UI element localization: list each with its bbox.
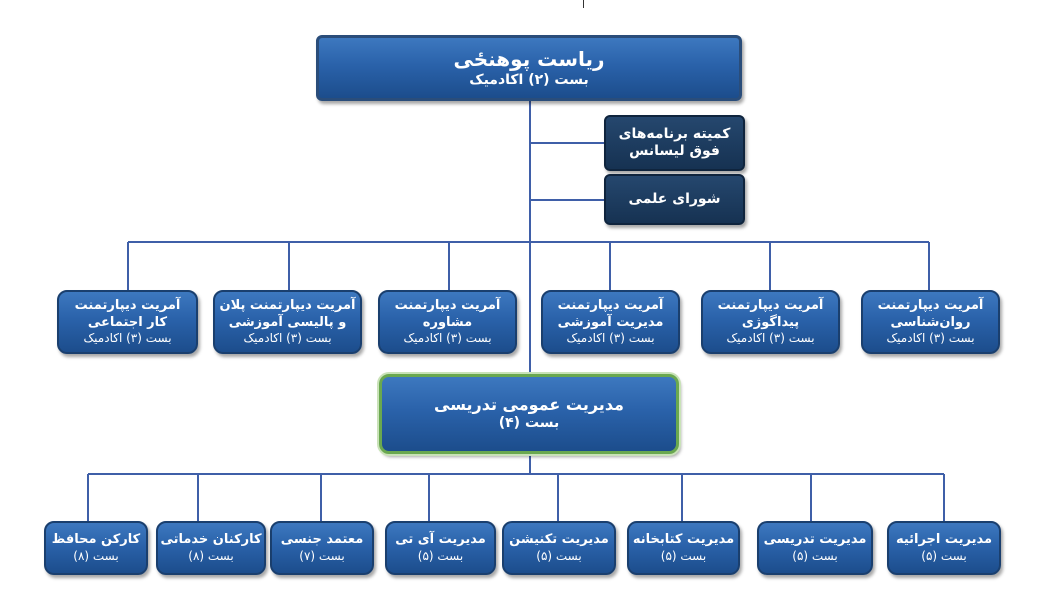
dept-line1: آمریت دیپارتمنت: [717, 298, 824, 314]
unit-box-guard: کارکن محافظ بست (۸): [44, 521, 148, 575]
dept-line1: آمریت دیپارتمنت: [557, 298, 664, 314]
unit-box-library: مدیریت کتابخانه بست (۵): [627, 521, 740, 575]
unit-post: بست (۵): [417, 548, 464, 563]
unit-post: بست (۵): [921, 548, 967, 563]
dept-line1: آمریت دیپارتمنت پلان: [219, 298, 356, 314]
unit-box-service-staff: کارکنان خدماتی بست (۸): [156, 521, 266, 575]
dean-office-box: ریاست پوهنځی بست (۲) اکادمیک: [316, 35, 742, 101]
unit-title: مدیریت تدریسی: [763, 532, 867, 548]
general-title: مدیریت عمومی تدریسی: [434, 395, 624, 415]
dept-post: بست (۳) اکادمیک: [886, 330, 975, 345]
unit-box-technician: مدیریت تکنیشن بست (۵): [502, 521, 616, 575]
unit-box-storekeeper: معتمد جنسی بست (۷): [270, 521, 374, 575]
department-box-psychology: آمریت دیپارتمنت روان‌شناسی بست (۳) اکادم…: [861, 290, 1000, 354]
committee-line1: کمیته برنامه‌های: [618, 125, 731, 142]
unit-title: معتمد جنسی: [280, 532, 364, 548]
unit-title: کارکن محافظ: [51, 532, 141, 548]
dept-line1: آمریت دیپارتمنت: [877, 298, 984, 314]
committee-line2: فوق لیسانس: [629, 143, 720, 159]
dept-line2: مدیریت آموزشی: [557, 314, 664, 330]
general-teaching-management-box: مدیریت عمومی تدریسی بست (۴): [379, 374, 679, 454]
dept-line2: مشاوره: [422, 314, 473, 330]
dept-post: بست (۳) اکادمیک: [83, 330, 172, 345]
department-box-planning-policy: آمریت دیپارتمنت پلان و پالیسی آموزشی بست…: [213, 290, 362, 354]
unit-post: بست (۵): [660, 548, 707, 563]
department-box-educational-management: آمریت دیپارتمنت مدیریت آموزشی بست (۳) اک…: [541, 290, 680, 354]
unit-post: بست (۸): [73, 548, 119, 563]
dean-office-title: ریاست پوهنځی: [453, 46, 605, 71]
dept-line2: و پالیسی آموزشی: [228, 314, 347, 330]
unit-title: مدیریت تکنیشن: [509, 532, 609, 548]
scientific-council-box: شورای علمی: [604, 174, 745, 225]
dept-line1: آمریت دیپارتمنت: [74, 298, 181, 314]
dept-post: بست (۳) اکادمیک: [403, 330, 492, 345]
department-box-social-work: آمریت دیپارتمنت کار اجتماعی بست (۳) اکاد…: [57, 290, 198, 354]
dean-office-post: بست (۲) اکادمیک: [469, 71, 589, 88]
unit-title: کارکنان خدماتی: [160, 532, 262, 548]
dept-post: بست (۳) اکادمیک: [726, 330, 815, 345]
dept-line1: آمریت دیپارتمنت: [394, 298, 501, 314]
dept-line2: روان‌شناسی: [890, 314, 971, 330]
unit-post: بست (۷): [299, 548, 345, 563]
masters-committee-box: کمیته برنامه‌های فوق لیسانس: [604, 115, 745, 171]
unit-box-executive: مدیریت اجرائیه بست (۵): [887, 521, 1001, 575]
unit-title: مدیریت آی تی: [395, 532, 486, 548]
unit-box-it: مدیریت آی تی بست (۵): [385, 521, 496, 575]
dept-post: بست (۳) اکادمیک: [243, 330, 332, 345]
unit-post: بست (۵): [792, 548, 838, 563]
unit-box-teaching: مدیریت تدریسی بست (۵): [757, 521, 873, 575]
top-tick-mark: [583, 0, 584, 8]
department-box-pedagogy: آمریت دیپارتمنت پیداگوژی بست (۳) اکادمیک: [701, 290, 840, 354]
dept-line2: کار اجتماعی: [87, 314, 168, 330]
department-box-counseling: آمریت دیپارتمنت مشاوره بست (۳) اکادمیک: [378, 290, 517, 354]
council-title: شورای علمی: [628, 190, 721, 207]
unit-post: بست (۵): [536, 548, 582, 563]
dept-post: بست (۳) اکادمیک: [566, 330, 655, 345]
dept-line2: پیداگوژی: [741, 314, 800, 330]
unit-title: مدیریت کتابخانه: [632, 532, 735, 548]
unit-post: بست (۸): [188, 548, 234, 563]
unit-title: مدیریت اجرائیه: [895, 532, 993, 548]
general-post: بست (۴): [498, 415, 560, 432]
